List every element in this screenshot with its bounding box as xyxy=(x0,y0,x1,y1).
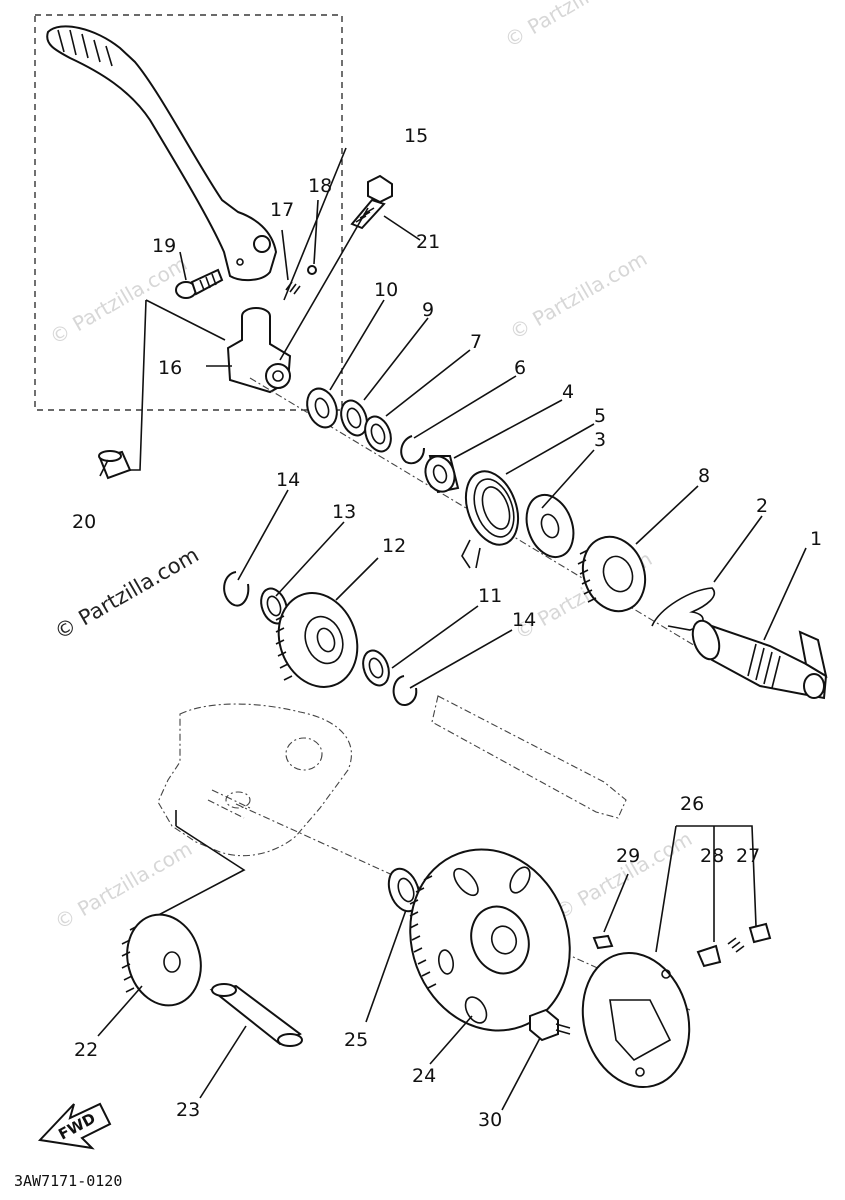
callout-2: 2 xyxy=(756,495,768,517)
callout-13: 13 xyxy=(332,501,356,523)
circlip-6 xyxy=(400,435,425,465)
kick-shaft-1 xyxy=(691,619,828,700)
callout-25: 25 xyxy=(344,1029,368,1051)
callout-17: 17 xyxy=(270,199,294,221)
callout-5: 5 xyxy=(594,405,606,427)
callout-1: 1 xyxy=(810,528,822,550)
pin-29 xyxy=(592,934,614,950)
starter-clutch-26 xyxy=(581,951,691,1089)
leader-lines xyxy=(97,147,807,1111)
washer-9 xyxy=(340,399,368,437)
bolt-19 xyxy=(175,268,224,299)
starter-gear-24 xyxy=(409,848,571,1032)
collar-20 xyxy=(98,450,132,480)
shaft-reference-outline xyxy=(431,695,627,819)
callout-3: 3 xyxy=(594,429,606,451)
gear-12 xyxy=(275,592,359,688)
callout-20: 20 xyxy=(72,511,96,533)
washer-25 xyxy=(387,867,421,913)
circlip-14-upper xyxy=(223,571,250,607)
washer-10 xyxy=(306,387,338,429)
callout-29: 29 xyxy=(616,845,640,867)
callout-28: 28 xyxy=(700,845,724,867)
leader-16-20 xyxy=(130,299,226,471)
washer-13 xyxy=(260,587,288,625)
reference-leader xyxy=(129,810,246,931)
callout-30: 30 xyxy=(478,1109,502,1131)
boss-16 xyxy=(226,307,292,394)
watermark: © Partzilla.com xyxy=(46,251,192,349)
spring-27 xyxy=(727,922,772,953)
kick-lever xyxy=(46,25,278,282)
callout-8: 8 xyxy=(698,465,710,487)
watermark-layer: © Partzilla.com © Partzilla.com © Partzi… xyxy=(46,0,697,934)
watermark: © Partzilla.com xyxy=(506,246,652,344)
washer-11 xyxy=(362,649,390,687)
gear-8 xyxy=(577,535,647,613)
callout-22: 22 xyxy=(74,1039,98,1061)
ball-18 xyxy=(307,265,317,275)
callout-6: 6 xyxy=(514,357,526,379)
callout-9: 9 xyxy=(422,299,434,321)
callout-24: 24 xyxy=(412,1065,436,1087)
callout-19: 19 xyxy=(152,235,176,257)
torsion-spring-5 xyxy=(461,470,520,569)
callout-21: 21 xyxy=(416,231,440,253)
callout-10: 10 xyxy=(374,279,398,301)
washer-7 xyxy=(364,415,392,453)
bolt-30 xyxy=(529,1008,571,1042)
callout-15: 15 xyxy=(404,125,428,147)
gear-22 xyxy=(121,913,202,1007)
circlip-14-lower xyxy=(392,675,418,706)
callout-11: 11 xyxy=(478,585,502,607)
watermark: © Partzilla.com xyxy=(51,543,203,645)
kick-shaft-axis xyxy=(249,377,761,686)
bolt-21 xyxy=(350,174,393,230)
callout-labels: 1 2 3 4 5 6 7 8 9 10 11 12 13 14 14 15 1… xyxy=(72,125,822,1131)
drawing-code: 3AW7171-0120 xyxy=(14,1172,122,1190)
callout-14b: 14 xyxy=(512,609,536,631)
callout-14a: 14 xyxy=(276,469,300,491)
callout-26: 26 xyxy=(680,793,704,815)
callout-18: 18 xyxy=(308,175,332,197)
watermark: © Partzilla.com xyxy=(501,0,647,52)
callout-12: 12 xyxy=(382,535,406,557)
callout-16: 16 xyxy=(158,357,182,379)
plunger-28 xyxy=(696,944,722,968)
callout-4: 4 xyxy=(562,381,574,403)
bushing-4 xyxy=(424,455,460,494)
forward-direction-arrow: FWD xyxy=(37,1102,112,1150)
callout-23: 23 xyxy=(176,1099,200,1121)
kick-lever-assembly-box xyxy=(34,14,343,411)
callout-7: 7 xyxy=(470,331,482,353)
callout-27: 27 xyxy=(736,845,760,867)
washer-3 xyxy=(525,494,575,558)
pin-23 xyxy=(209,983,303,1047)
crankcase-reference-outline xyxy=(157,703,352,857)
